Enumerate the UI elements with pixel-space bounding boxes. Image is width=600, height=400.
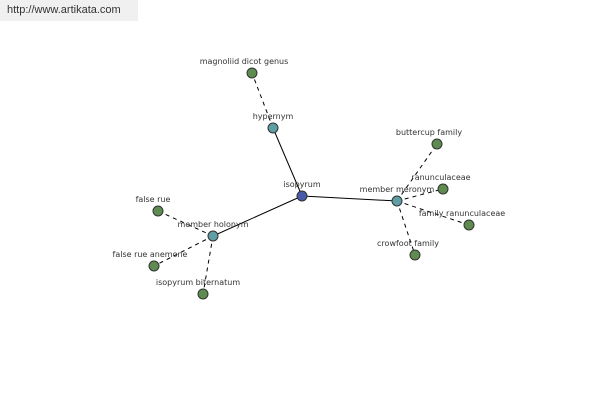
label-false-rue-anemone: false rue anemone xyxy=(113,250,188,259)
edge-member-meronym-crowfoot-family xyxy=(396,200,416,256)
node-false-rue[interactable] xyxy=(152,205,164,217)
node-false-rue-anemone[interactable] xyxy=(148,260,160,272)
node-hypernym[interactable] xyxy=(267,122,279,134)
watermark-url[interactable]: http://www.artikata.com xyxy=(0,0,138,21)
edge-member-holonym-isopyrum-biternatum xyxy=(202,235,214,295)
edge-member-holonym-false-rue xyxy=(157,210,214,237)
edges-layer xyxy=(153,72,470,295)
edge-isopyrum-member-holonym xyxy=(212,195,303,237)
node-isopyrum[interactable] xyxy=(296,190,308,202)
label-hypernym: hypernym xyxy=(253,112,294,121)
label-ranunculaceae: ranunculaceae xyxy=(411,173,470,182)
label-family-ranunculaceae: family ranunculaceae xyxy=(419,209,505,218)
nodes-layer xyxy=(148,67,475,300)
edge-isopyrum-hypernym xyxy=(272,127,303,197)
label-crowfoot-family: crowfoot family xyxy=(377,239,439,248)
label-buttercup-family: buttercup family xyxy=(396,128,463,137)
label-magnoliid-dicot-genus: magnoliid dicot genus xyxy=(200,57,289,66)
edge-isopyrum-member-meronym xyxy=(301,195,398,202)
node-family-ranunculaceae[interactable] xyxy=(463,219,475,231)
node-buttercup-family[interactable] xyxy=(431,138,443,150)
label-isopyrum: isopyrum xyxy=(283,180,320,189)
label-isopyrum-biternatum: isopyrum biternatum xyxy=(156,278,240,287)
node-isopyrum-biternatum[interactable] xyxy=(197,288,209,300)
node-crowfoot-family[interactable] xyxy=(409,249,421,261)
edge-member-holonym-false-rue-anemone xyxy=(153,235,214,267)
labels-layer: isopyrum hypernym member meronym member hol… xyxy=(113,57,506,287)
edge-hypernym-magnoliid-dicot-genus xyxy=(251,72,274,129)
node-member-meronym[interactable] xyxy=(391,195,403,207)
label-false-rue: false rue xyxy=(136,195,171,204)
label-member-holonym: member holonym xyxy=(177,220,248,229)
label-member-meronym: member meronym xyxy=(360,185,435,194)
edge-member-meronym-buttercup-family xyxy=(396,143,438,202)
node-ranunculaceae[interactable] xyxy=(437,183,449,195)
node-magnoliid-dicot-genus[interactable] xyxy=(246,67,258,79)
node-member-holonym[interactable] xyxy=(207,230,219,242)
